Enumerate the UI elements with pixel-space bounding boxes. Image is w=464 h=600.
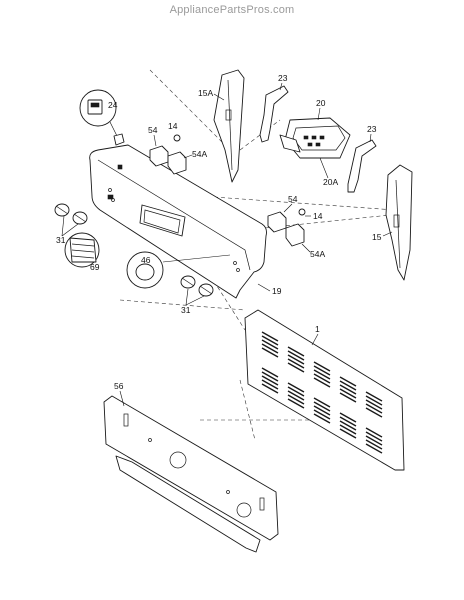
- vent-slot: [261, 339, 279, 350]
- lower-panel-56: [103, 395, 279, 553]
- side-bracket-15a: [213, 69, 245, 183]
- vent-slot: [287, 382, 305, 393]
- callout-54a-upper: 54A: [192, 149, 207, 159]
- vent-slot: [313, 401, 331, 412]
- vent-slot: [313, 413, 331, 424]
- callout-46: 46: [141, 255, 151, 265]
- vent-slot: [313, 365, 331, 376]
- vent-slot: [365, 431, 383, 442]
- callout-69: 69: [90, 262, 100, 272]
- vent-slot: [261, 383, 279, 394]
- vent-slot: [287, 358, 305, 369]
- vent-slot: [313, 397, 331, 408]
- callout-labels: 1 14 14 15 15A 19 20 20A 23 23 24 31 31 …: [56, 73, 393, 407]
- vent-slot: [365, 435, 383, 446]
- control-panel-backguard: [89, 144, 267, 299]
- vent-slot: [339, 388, 357, 399]
- vent-slot: [313, 377, 331, 388]
- vent-slot: [287, 394, 305, 405]
- vent-slot: [313, 409, 331, 420]
- vent-slot: [287, 386, 305, 397]
- vent-slot: [313, 361, 331, 372]
- vent-slot: [365, 407, 383, 418]
- knobs-31-left: [54, 203, 88, 225]
- vent-slot: [365, 427, 383, 438]
- vent-slot: [261, 347, 279, 358]
- watermark: AppliancePartsPros.com: [169, 4, 295, 16]
- vent-slot: [261, 379, 279, 390]
- callout-20a: 20A: [323, 177, 338, 187]
- callout-15a: 15A: [198, 88, 213, 98]
- vent-slot: [339, 376, 357, 387]
- callout-14-lower: 14: [313, 211, 323, 221]
- vent-slot: [287, 390, 305, 401]
- vent-slot: [339, 412, 357, 423]
- callout-20: 20: [316, 98, 326, 108]
- callout-23-upper: 23: [278, 73, 288, 83]
- callout-14-upper: 14: [168, 121, 178, 131]
- vent-slot: [365, 391, 383, 402]
- vent-slot: [287, 354, 305, 365]
- callout-54-lower: 54: [288, 194, 298, 204]
- wire-bracket-23-upper: [259, 85, 289, 143]
- vent-slot: [339, 424, 357, 435]
- vent-slot: [365, 403, 383, 414]
- vent-slot: [339, 384, 357, 395]
- vent-slot: [339, 380, 357, 391]
- callout-54-upper: 54: [148, 125, 158, 135]
- vent-slot: [313, 369, 331, 380]
- knobs-31-lower: [180, 275, 214, 297]
- back-panel-vents: [261, 331, 383, 454]
- wire-bracket-23-lower: [347, 139, 377, 193]
- vent-slot: [313, 405, 331, 416]
- knob-46: [126, 251, 231, 289]
- switch-24: [79, 89, 125, 146]
- vent-slot: [261, 367, 279, 378]
- back-panel-1: [244, 309, 405, 471]
- callout-54a-lower: 54A: [310, 249, 325, 259]
- callout-31-lower: 31: [181, 305, 191, 315]
- callout-31-left: 31: [56, 235, 66, 245]
- vent-slot: [365, 439, 383, 450]
- side-bracket-15: [385, 164, 413, 281]
- vent-slot: [261, 375, 279, 386]
- vent-slot: [339, 428, 357, 439]
- callout-23-lower: 23: [367, 124, 377, 134]
- vent-slot: [339, 416, 357, 427]
- vent-slot: [365, 395, 383, 406]
- callout-56: 56: [114, 381, 124, 391]
- vent-slot: [365, 443, 383, 454]
- callout-24: 24: [108, 100, 118, 110]
- electronic-control-20: [279, 117, 351, 159]
- callout-15: 15: [372, 232, 382, 242]
- vent-slot: [287, 362, 305, 373]
- callout-1: 1: [315, 324, 320, 334]
- vent-slot: [313, 373, 331, 384]
- vent-slot: [287, 350, 305, 361]
- callout-19: 19: [272, 286, 282, 296]
- vent-slot: [365, 399, 383, 410]
- infinite-switch-lower-pair: [267, 208, 306, 247]
- vent-slot: [287, 398, 305, 409]
- knob-69: [64, 232, 100, 268]
- vent-slot: [287, 346, 305, 357]
- vent-slot: [339, 392, 357, 403]
- vent-slot: [261, 335, 279, 346]
- vent-slot: [261, 343, 279, 354]
- vent-slot: [339, 420, 357, 431]
- infinite-switch-upper-pair: [149, 134, 187, 175]
- vent-slot: [261, 371, 279, 382]
- vent-slot: [261, 331, 279, 342]
